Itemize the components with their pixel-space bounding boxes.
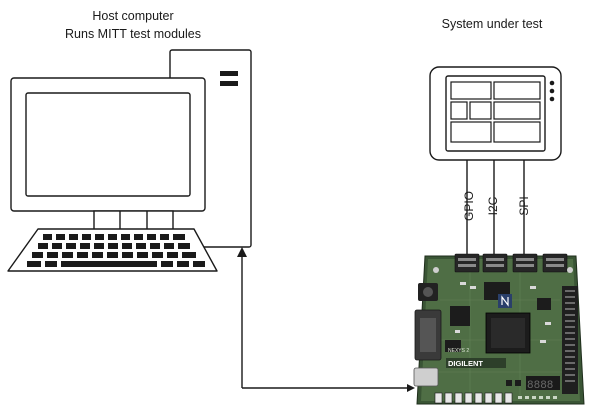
board-brand-text: DIGILENT [448,359,483,368]
device-button-top [549,80,555,86]
system-under-test-title: System under test [441,17,543,31]
monitor-screen [25,92,191,197]
svg-text:8888: 8888 [527,380,553,392]
small-chip-1 [537,298,551,310]
device-button-bottom [549,96,555,102]
keyboard-keys [27,234,205,267]
small-chip-2 [445,340,461,352]
system-under-test-device [429,66,562,161]
usb-port [413,367,439,387]
leds [518,396,557,399]
device-screen-tiles [450,81,541,143]
slide-switches [434,392,513,404]
host-computer [7,49,252,272]
host-computer-title: Host computer [92,9,174,23]
device-button-middle [549,88,555,94]
brand-strip [446,358,506,368]
board-model-text: NEXYS 2 [448,348,469,354]
connection-arrowhead-up [237,247,247,257]
flash-chip [450,306,470,326]
fpga-board: DIGILENT NEXYS 2 8888 [413,253,585,405]
monitor-stand-neck [93,210,174,232]
tower-drive-slot-top [220,71,238,76]
seven-segment-display [526,376,560,390]
usb-connection [237,247,415,392]
bus-wires [466,160,525,257]
tower-drive-slot-bottom [220,81,238,86]
host-computer-subtitle: Runs MITT test modules [65,27,201,41]
push-buttons [506,380,521,386]
